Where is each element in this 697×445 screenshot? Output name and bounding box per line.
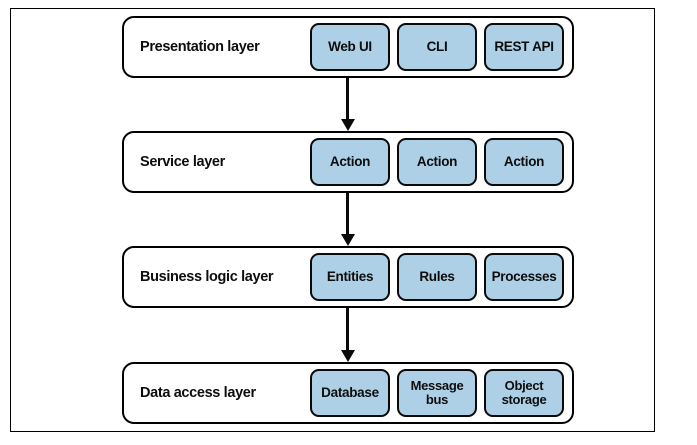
component-action-2[interactable]: Action <box>397 138 477 186</box>
component-database[interactable]: Database <box>310 369 390 417</box>
component-group-service: Action Action Action <box>310 138 564 186</box>
layer-label-business-logic: Business logic layer <box>140 269 274 285</box>
connector-presentation-to-service <box>340 78 355 131</box>
figure-frame <box>10 8 655 432</box>
component-rules[interactable]: Rules <box>397 253 477 301</box>
component-action-1[interactable]: Action <box>310 138 390 186</box>
connector-business-logic-to-data-access <box>340 308 355 362</box>
connector-shaft <box>346 308 349 351</box>
layer-business-logic[interactable]: Business logic layer Entities Rules Proc… <box>122 246 574 308</box>
layer-stack: Presentation layer Web UI CLI REST API S… <box>122 16 574 424</box>
component-rest-api[interactable]: REST API <box>484 23 564 71</box>
arrow-head-down-icon <box>340 119 355 131</box>
component-web-ui[interactable]: Web UI <box>310 23 390 71</box>
component-action-3[interactable]: Action <box>484 138 564 186</box>
component-group-business-logic: Entities Rules Processes <box>310 253 564 301</box>
layer-label-service: Service layer <box>140 154 225 170</box>
layer-service[interactable]: Service layer Action Action Action <box>122 131 574 193</box>
arrow-head-down-icon <box>340 350 355 362</box>
layer-label-data-access: Data access layer <box>140 385 256 401</box>
layer-label-presentation: Presentation layer <box>140 39 260 55</box>
component-processes[interactable]: Processes <box>484 253 564 301</box>
layer-presentation[interactable]: Presentation layer Web UI CLI REST API <box>122 16 574 78</box>
connector-shaft <box>346 193 349 235</box>
arrow-head-down-icon <box>340 234 355 246</box>
connector-service-to-business-logic <box>340 193 355 246</box>
component-entities[interactable]: Entities <box>310 253 390 301</box>
component-cli[interactable]: CLI <box>397 23 477 71</box>
component-group-presentation: Web UI CLI REST API <box>310 23 564 71</box>
connector-shaft <box>346 78 349 120</box>
